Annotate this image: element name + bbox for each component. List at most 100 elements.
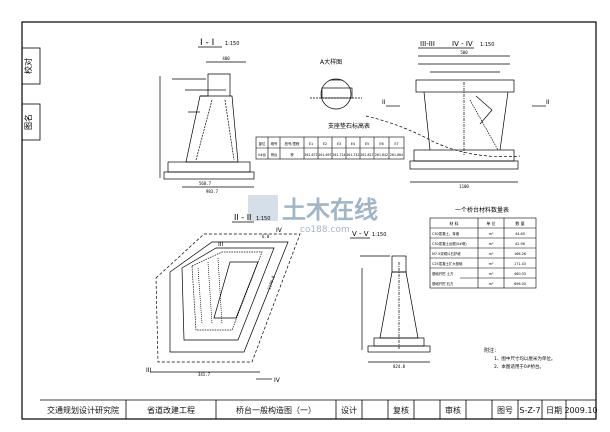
view2-dim-base: 341.7 bbox=[198, 372, 211, 377]
table-b-cell: m³ bbox=[489, 272, 494, 276]
view3-dim-top: 500 bbox=[460, 50, 468, 55]
view1-dim-top: 400 bbox=[222, 56, 230, 61]
table-b-cell: 42.96 bbox=[515, 242, 525, 246]
table-a-header: 部位 bbox=[259, 141, 266, 146]
table-a-header: E3 bbox=[337, 142, 341, 146]
table-a-cell: 0#台 bbox=[258, 152, 266, 157]
mark-iii: III bbox=[218, 241, 224, 248]
view3-title: III-III bbox=[420, 40, 435, 48]
drawing-no: S-Z-7 bbox=[519, 406, 540, 415]
detail-a: A大样图 bbox=[310, 58, 362, 110]
table-a-header: 桩号/里程 bbox=[285, 141, 300, 146]
table-b-cell: 166.26 bbox=[514, 252, 526, 256]
design-label: 设计 bbox=[341, 405, 357, 415]
watermark-main: 土木在线 bbox=[282, 196, 378, 224]
view3-scale: 1:150 bbox=[480, 42, 494, 48]
table-a-header: E4 bbox=[351, 142, 355, 146]
table-a-cell: 261.864 bbox=[390, 153, 403, 157]
view2-title: II - II bbox=[234, 213, 251, 222]
table-a-cell: 261.697 bbox=[318, 153, 331, 157]
table-b-cell: M7.5浆砌片石护坡 bbox=[432, 251, 461, 256]
table-a-cell: 261.672 bbox=[304, 153, 317, 157]
table-a-cell: 桥台 bbox=[271, 152, 277, 157]
title-block: 交通规划设计研究院 省道改建工程 桥台一般构造图（一） 设计 复核 审核 图号 … bbox=[40, 399, 598, 419]
table-b-cell: 基础开挖 土方 bbox=[432, 271, 454, 276]
table-a-cell: 261.724 bbox=[332, 153, 345, 157]
view1-dim-base1: 568.7 bbox=[199, 181, 212, 186]
table-a-header: 墩号 bbox=[271, 141, 278, 146]
table-b-cell: 696.00 bbox=[514, 282, 526, 286]
mark-iii-bottom: III bbox=[146, 367, 152, 374]
table-a-cell: 桥 bbox=[290, 152, 294, 157]
drawing-name: 桥台一般构造图（一） bbox=[236, 405, 316, 415]
table-a-cell: 261.842 bbox=[375, 153, 388, 157]
table-b-header: 单 位 bbox=[486, 220, 495, 226]
view1-title: I - I bbox=[200, 38, 214, 48]
watermark-sub: co188.com bbox=[300, 225, 350, 235]
view3-title2: IV - IV bbox=[452, 40, 473, 48]
table-b-title: 一个桥台材料数量表 bbox=[455, 206, 509, 214]
table-b-cell: m³ bbox=[489, 252, 494, 256]
view1-dim-base2: 983.7 bbox=[206, 189, 219, 194]
view-section-1: I - I 1:150 400 568.7 983.7 bbox=[159, 38, 255, 194]
table-b-header: 材 料 bbox=[449, 220, 458, 226]
sheet-frame bbox=[21, 21, 597, 420]
table-a-title: 支座垫石标高表 bbox=[328, 122, 370, 130]
table-b-cell: C30混凝土台帽(0#墩) bbox=[432, 241, 467, 246]
table-b-cell: m³ bbox=[489, 242, 494, 246]
table-b-cell: 171.43 bbox=[514, 262, 526, 266]
side-tabs: 校对 图名 bbox=[21, 47, 41, 141]
table-b-cell: 基础开挖 石方 bbox=[432, 281, 454, 286]
note-1: 1、图中尺寸均以厘米为单位。 bbox=[494, 355, 555, 362]
table-a-header: E7 bbox=[394, 142, 398, 146]
table-b-cell: 44.60 bbox=[515, 232, 525, 236]
table-b-header: 数 量 bbox=[515, 220, 524, 226]
table-a-header: E1 bbox=[309, 142, 313, 146]
table-a-cell: 261.742 bbox=[346, 153, 359, 157]
watermark-logo-icon bbox=[248, 195, 278, 221]
table-a-header: E2 bbox=[323, 142, 327, 146]
date-label: 日期 bbox=[546, 406, 562, 415]
date-value: 2009.10 bbox=[564, 406, 597, 415]
table-a-cell: 261.817 bbox=[360, 153, 373, 157]
view1-scale: 1:150 bbox=[225, 41, 239, 47]
mark-iv-top: IV bbox=[276, 227, 283, 234]
table-b-cell: m³ bbox=[489, 282, 494, 286]
drawing-no-label: 图号 bbox=[497, 406, 513, 415]
view3-dim-base: 1100 bbox=[459, 184, 469, 189]
table-b-cell: m³ bbox=[489, 262, 494, 266]
view5-title: V - V bbox=[352, 230, 369, 238]
view-section-5: V - V 1:150 824.8 bbox=[350, 230, 431, 369]
mark-iv-bottom: IV bbox=[274, 377, 281, 384]
view2-dim-top: 6.0 bbox=[262, 234, 270, 239]
mark-ii-left: II bbox=[382, 99, 386, 106]
view-section-2: II - II 1:150 341.7 1170.8 6.0 III III I… bbox=[146, 213, 301, 384]
view-section-3: III-III IV - IV 1:150 500 1100 II II bbox=[365, 40, 550, 189]
audit-label: 审核 bbox=[445, 405, 461, 415]
table-a-header: E6 bbox=[379, 142, 383, 146]
view5-scale: 1:150 bbox=[372, 232, 386, 238]
org-name: 交通规划设计研究院 bbox=[47, 405, 119, 415]
table-bearing-elev: 支座垫石标高表 部位墩号 桩号/里程 E1 E2 E3 E4 E5 E6 E7 0#台桥台 桥 261… bbox=[255, 122, 405, 160]
watermark: 土木在线 co188.com bbox=[248, 195, 378, 235]
table-b-cell: C30混凝土、背墙 bbox=[432, 231, 460, 236]
table-a-header: E5 bbox=[365, 142, 369, 146]
table-materials: 一个桥台材料数量表 材 料 单 位 数 量 C30混凝土、背墙 m³ 44.60C30混凝… bbox=[429, 206, 537, 289]
view2-dim-side: 1170.8 bbox=[266, 274, 276, 290]
tab-check-label: 校对 bbox=[23, 58, 33, 74]
project-name: 省道改建工程 bbox=[147, 405, 195, 415]
note-2: 2、本图适用于0#桥台。 bbox=[494, 363, 544, 370]
table-b-cell: C25混凝土扩大基础 bbox=[432, 261, 463, 266]
review-label: 复核 bbox=[393, 405, 409, 415]
view2-scale: 1:150 bbox=[256, 216, 270, 222]
detail-a-title: A大样图 bbox=[320, 58, 342, 66]
tab-name-label: 图名 bbox=[23, 114, 33, 130]
notes-title: 附注： bbox=[484, 347, 499, 354]
mark-ii-right: II bbox=[546, 99, 550, 106]
table-b-cell: m³ bbox=[489, 232, 494, 236]
notes: 附注： 1、图中尺寸均以厘米为单位。 2、本图适用于0#桥台。 bbox=[484, 347, 555, 370]
table-b-cell: 460.03 bbox=[514, 272, 526, 276]
